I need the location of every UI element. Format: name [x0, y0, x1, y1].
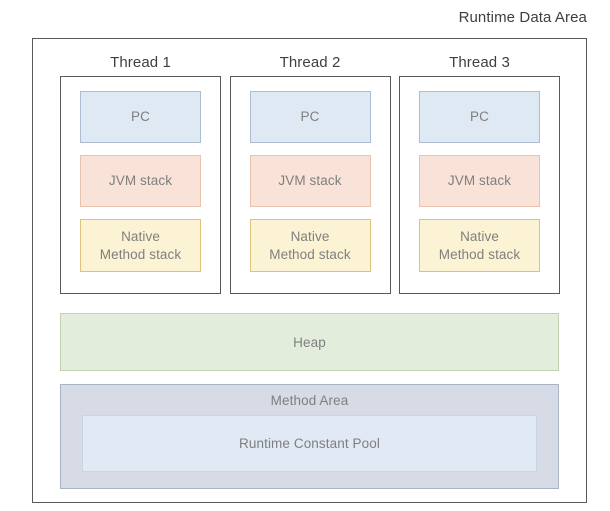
thread-3-pc-region: PC — [419, 91, 540, 143]
threads-row: Thread 1 PC JVM stack Native Method stac… — [60, 52, 560, 294]
thread-3-native-method-stack-line-2: Method stack — [438, 246, 521, 262]
thread-2-jvm-stack-region: JVM stack — [249, 155, 371, 207]
thread-1-pc-region: PC — [80, 91, 201, 143]
thread-3-box: PC JVM stack Native Method stack — [399, 76, 560, 294]
thread-column-2: Thread 2 PC JVM stack Native Method stac… — [229, 52, 391, 294]
thread-3-native-method-stack-region: Native Method stack — [419, 219, 540, 272]
thread-3-jvm-stack-region: JVM stack — [419, 155, 540, 207]
thread-2-pc-region: PC — [249, 91, 371, 143]
thread-1-native-method-stack-region: Native Method stack — [80, 219, 201, 272]
method-area-region: Method Area Runtime Constant Pool — [60, 384, 559, 489]
heap-region: Heap — [60, 313, 559, 371]
thread-1-title: Thread 1 — [110, 54, 171, 71]
thread-1-box: PC JVM stack Native Method stack — [60, 76, 221, 294]
thread-column-3: Thread 3 PC JVM stack Native Method stac… — [399, 52, 560, 294]
thread-2-native-method-stack-line-2: Method stack — [269, 246, 351, 262]
runtime-constant-pool-region: Runtime Constant Pool — [82, 415, 537, 472]
thread-1-native-method-stack-line-2: Method stack — [99, 246, 182, 262]
thread-1-native-method-stack-line-1: Native — [121, 228, 160, 244]
runtime-data-area-frame: Thread 1 PC JVM stack Native Method stac… — [32, 38, 587, 503]
thread-1-jvm-stack-region: JVM stack — [80, 155, 201, 207]
diagram-title: Runtime Data Area — [458, 9, 587, 26]
thread-2-native-method-stack-region: Native Method stack — [249, 219, 371, 272]
thread-2-box: PC JVM stack Native Method stack — [229, 76, 391, 294]
thread-3-native-method-stack-line-1: Native — [460, 228, 499, 244]
thread-2-native-method-stack-line-1: Native — [290, 228, 330, 244]
thread-3-title: Thread 3 — [449, 54, 510, 71]
thread-column-1: Thread 1 PC JVM stack Native Method stac… — [60, 52, 221, 294]
method-area-label: Method Area — [270, 393, 349, 408]
thread-2-title: Thread 2 — [279, 54, 341, 71]
